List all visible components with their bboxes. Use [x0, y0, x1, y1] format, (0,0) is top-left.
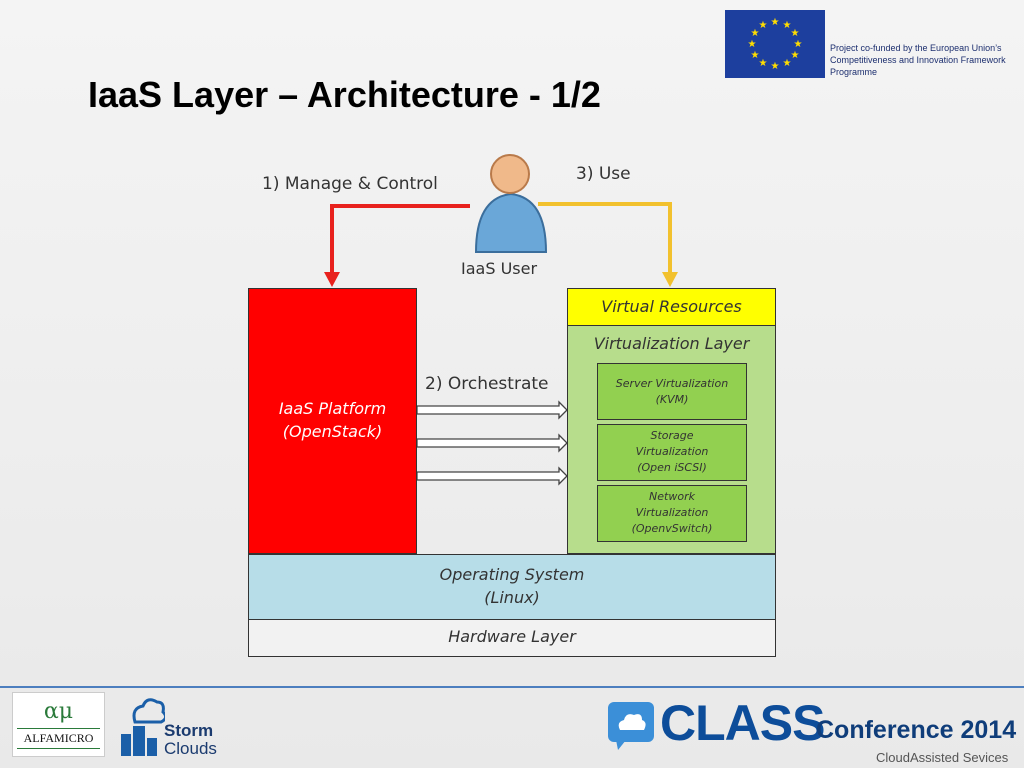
- svg-text:★: ★: [794, 39, 803, 50]
- hardware-layer-box: Hardware Layer: [248, 620, 776, 657]
- network-virtualization-label: Network Virtualization (OpenvSwitch): [631, 490, 713, 535]
- operating-system-box: Operating System (Linux): [248, 554, 776, 620]
- iaas-platform-box: IaaS Platform (OpenStack): [248, 288, 417, 554]
- user-icon: [474, 154, 548, 253]
- virtual-resources-box: Virtual Resources: [567, 288, 776, 326]
- storm-clouds-text: Storm Clouds: [164, 722, 217, 758]
- footer-divider: [0, 686, 1024, 688]
- svg-text:★: ★: [791, 50, 800, 61]
- orchestrate-arrows: [416, 400, 568, 486]
- hardware-layer-label: Hardware Layer: [448, 627, 576, 646]
- iaas-user-label: IaaS User: [461, 259, 538, 278]
- svg-text:★: ★: [759, 58, 768, 69]
- svg-text:★: ★: [748, 39, 757, 50]
- svg-text:★: ★: [751, 50, 760, 61]
- operating-system-label: Operating System (Linux): [439, 565, 585, 607]
- class-cloud-icon: [608, 702, 654, 750]
- svg-text:★: ★: [783, 58, 792, 69]
- svg-text:★: ★: [783, 20, 792, 31]
- use-label: 3) Use: [576, 164, 631, 184]
- svg-text:★: ★: [751, 28, 760, 39]
- server-virtualization-box: Server Virtualization (KVM): [597, 363, 747, 420]
- cloud-services-text: CloudAssisted Sevices: [876, 750, 1009, 765]
- eu-funding-text: Project co-funded by the European Union’…: [830, 43, 1006, 77]
- conference-text: Conference 2014: [816, 716, 1017, 744]
- virtualization-layer-box: Virtualization Layer Server Virtualizati…: [567, 326, 776, 554]
- manage-arrow: [324, 204, 470, 287]
- server-virtualization-label: Server Virtualization (KVM): [615, 377, 729, 406]
- manage-control-label: 1) Manage & Control: [262, 174, 438, 194]
- alfamicro-symbol: αμ: [43, 699, 74, 724]
- svg-text:★: ★: [771, 61, 780, 72]
- use-arrow: [538, 202, 678, 287]
- storage-virtualization-box: Storage Virtualization (Open iSCSI): [597, 424, 747, 481]
- svg-text:★: ★: [771, 17, 780, 28]
- clouds-word: Clouds: [164, 739, 217, 758]
- slide-title: IaaS Layer – Architecture - 1/2: [88, 74, 601, 115]
- architecture-diagram: 1) Manage & Control 3) Use IaaS User 2) …: [248, 154, 776, 657]
- svg-text:★: ★: [759, 20, 768, 31]
- storm-clouds-icon: [121, 698, 165, 756]
- class-logo-text: CLASS: [660, 695, 825, 751]
- network-virtualization-box: Network Virtualization (OpenvSwitch): [597, 485, 747, 542]
- alfamicro-name: ALFAMICRO: [17, 728, 100, 749]
- virtualization-layer-label: Virtualization Layer: [593, 334, 750, 353]
- eu-flag-icon: ★★★ ★★★ ★★★ ★★★: [725, 10, 825, 78]
- alfamicro-logo: αμ ALFAMICRO: [12, 692, 105, 757]
- orchestrate-label: 2) Orchestrate: [425, 374, 549, 394]
- svg-text:★: ★: [791, 28, 800, 39]
- virtual-resources-label: Virtual Resources: [601, 297, 742, 316]
- iaas-platform-label: IaaS Platform (OpenStack): [278, 399, 387, 441]
- storm-word: Storm: [164, 721, 214, 740]
- diagram-connectors: [324, 154, 678, 486]
- storage-virtualization-label: Storage Virtualization (Open iSCSI): [635, 429, 709, 474]
